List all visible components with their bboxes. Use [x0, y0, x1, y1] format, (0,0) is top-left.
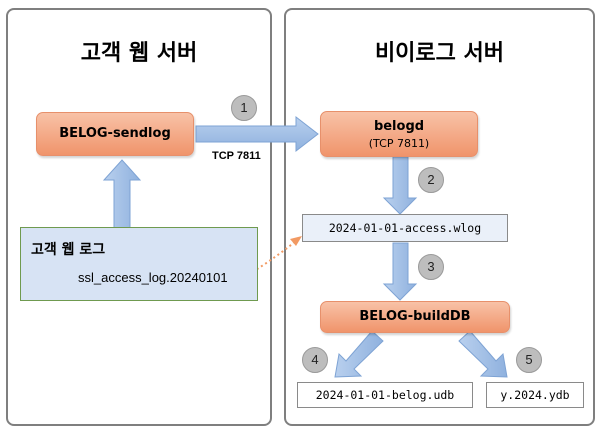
dotted-arrowhead: [290, 236, 302, 246]
customer-web-log-box: 고객 웹 로그 ssl_access_log.20240101: [20, 227, 258, 301]
step-5-badge: 5: [516, 347, 542, 373]
arrow-wlog-to-builddb: [382, 242, 418, 301]
belogd-node: belogd (TCP 7811): [320, 111, 478, 157]
wlog-file-name: 2024-01-01-access.wlog: [328, 221, 482, 235]
step-1-badge: 1: [231, 95, 257, 121]
udb-file-box: 2024-01-01-belog.udb: [297, 382, 473, 408]
belog-server-title: 비이로그 서버: [374, 41, 505, 66]
belog-sendlog-node: BELOG-sendlog: [36, 112, 194, 156]
arrow-sendlog-to-belogd: [195, 115, 319, 153]
tcp-connection-label: TCP 7811: [212, 150, 261, 162]
arrow-builddb-to-udb: [334, 330, 384, 378]
customer-web-server-title: 고객 웹 서버: [80, 41, 198, 66]
ydb-file-name: y.2024.ydb: [500, 388, 570, 402]
step-2-badge: 2: [418, 167, 444, 193]
belog-builddb-node: BELOG-buildDB: [320, 301, 510, 333]
belogd-name: belogd: [373, 119, 425, 134]
step-3-badge: 3: [418, 254, 444, 280]
customer-web-server-panel: 고객 웹 서버: [6, 8, 272, 426]
arrow-builddb-to-ydb: [458, 330, 508, 378]
step-4-badge: 4: [302, 347, 328, 373]
customer-web-log-title: 고객 웹 로그: [31, 242, 106, 258]
wlog-file-box: 2024-01-01-access.wlog: [302, 214, 508, 242]
arrow-weblog-to-sendlog: [102, 159, 142, 229]
belogd-port: (TCP 7811): [368, 137, 430, 150]
udb-file-name: 2024-01-01-belog.udb: [315, 388, 455, 402]
ydb-file-box: y.2024.ydb: [486, 382, 584, 408]
belog-builddb-label: BELOG-buildDB: [359, 309, 471, 324]
arrow-belogd-to-wlog: [382, 156, 418, 215]
customer-web-log-filename: ssl_access_log.20240101: [78, 270, 228, 285]
belog-sendlog-label: BELOG-sendlog: [59, 126, 171, 141]
